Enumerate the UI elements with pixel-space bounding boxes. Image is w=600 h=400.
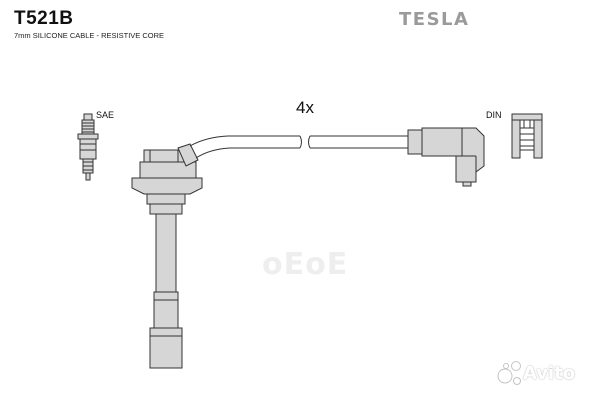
center-watermark: оЕоЕ [262, 247, 349, 282]
avito-logo-icon [497, 361, 521, 385]
sae-label: SAE [96, 110, 115, 120]
sae-terminal-icon [77, 113, 99, 181]
ignition-cable [189, 135, 408, 159]
brand-logo: TESLA [399, 9, 470, 30]
din-label: DIN [486, 110, 502, 120]
avito-watermark: Avito [523, 363, 576, 384]
part-number: T521B [14, 8, 74, 29]
spark-plug-boot [131, 143, 203, 369]
quantity-label: 4x [296, 98, 314, 117]
cable-description: 7mm SILICONE CABLE - RESISTIVE CORE [14, 31, 165, 40]
din-terminal-icon [511, 113, 543, 159]
distributor-connector [407, 127, 485, 187]
